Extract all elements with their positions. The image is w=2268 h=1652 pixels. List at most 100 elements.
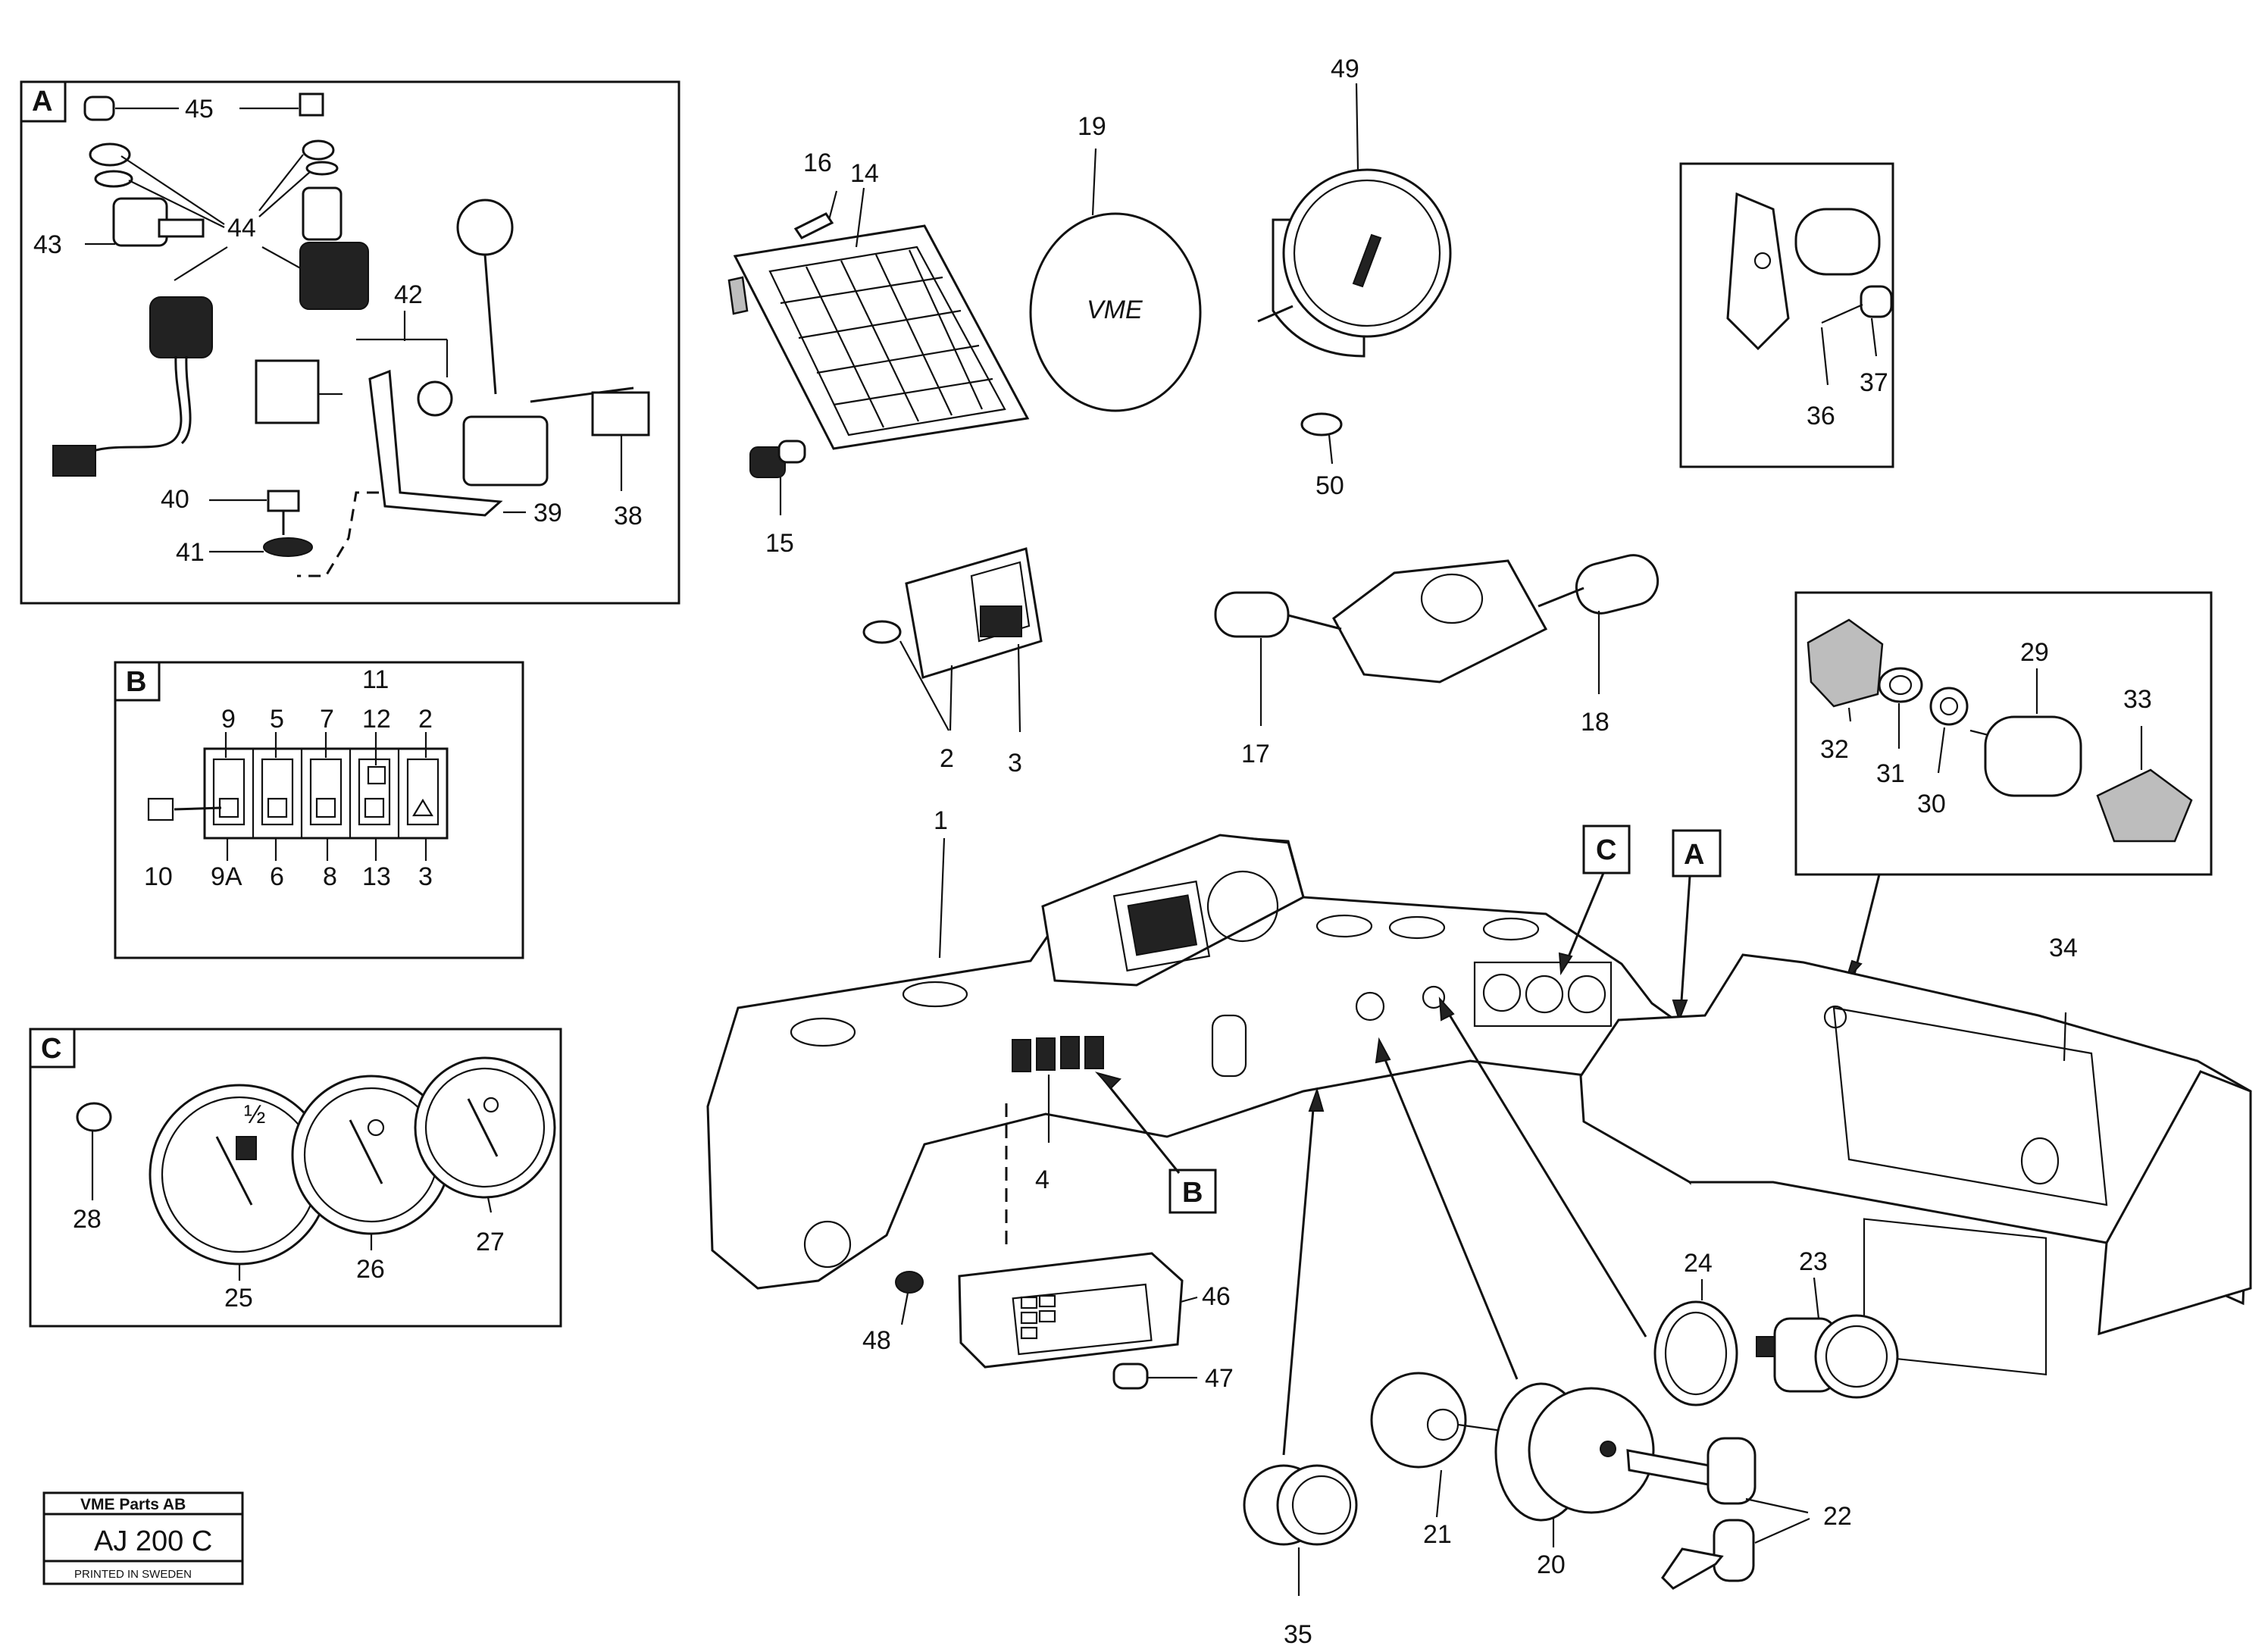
label-17: 17: [1241, 740, 1270, 768]
label-2: 2: [940, 744, 954, 773]
label-b-12: 12: [362, 705, 391, 734]
console-34: 34: [1579, 934, 2252, 1375]
title-printed: PRINTED IN SWEDEN: [74, 1568, 192, 1581]
washer-right: [305, 161, 339, 176]
callout-c-letter: C: [1596, 834, 1616, 866]
label-33: 33: [2123, 685, 2152, 714]
nut-left: [89, 142, 131, 167]
label-37: 37: [1860, 368, 1888, 397]
bulb-50: [1300, 412, 1343, 436]
nut-right: [302, 139, 335, 161]
label-b-11: 11: [362, 665, 389, 694]
label-b-13: 13: [362, 862, 391, 891]
socket-35: [1243, 1464, 1358, 1546]
panel-36-37: 36 37: [1679, 162, 1894, 468]
bulb-15: [749, 440, 806, 478]
label-47: 47: [1205, 1364, 1234, 1393]
callout-a-letter: A: [1684, 839, 1704, 871]
label-b-5: 5: [270, 705, 284, 734]
washer-30: [1929, 687, 1969, 726]
label-19: 19: [1078, 112, 1106, 141]
label-3: 3: [1008, 749, 1022, 778]
screw-16: [793, 212, 834, 239]
panel-a-letter: A: [32, 86, 52, 117]
bulb-2: [862, 620, 902, 644]
panel-29-33: 29 30 31 32 33: [1794, 591, 2213, 876]
ignition-21: [1370, 1372, 1513, 1469]
label-21: 21: [1423, 1520, 1452, 1549]
label-20: 20: [1537, 1550, 1566, 1579]
keys-22: [1626, 1437, 1757, 1590]
label-26: 26: [356, 1255, 385, 1284]
ring-24: [1653, 1300, 1738, 1406]
label-45: 45: [185, 95, 214, 124]
panel-36-frame: [1679, 162, 1894, 468]
label-25: 25: [224, 1284, 253, 1313]
cap-45-right: [299, 92, 324, 117]
label-22: 22: [1823, 1502, 1852, 1531]
label-b-10: 10: [144, 862, 173, 891]
label-39: 39: [533, 499, 562, 527]
ignition-20: [1494, 1382, 1655, 1522]
gauge-25-half-mark: ½: [244, 1100, 265, 1129]
warning-panel-14: [727, 224, 1030, 450]
panel-a-frame: [20, 80, 680, 605]
callout-a-box: [1672, 829, 1722, 878]
label-18: 18: [1581, 708, 1609, 737]
switch-29: [1984, 715, 2082, 797]
label-32: 32: [1820, 735, 1849, 764]
dash-warning-grid: [1112, 880, 1211, 972]
cigar-lighter-23: [1756, 1314, 1899, 1399]
label-34: 34: [2049, 934, 2078, 962]
label-b-7: 7: [320, 705, 334, 734]
label-23: 23: [1799, 1247, 1828, 1276]
panel-b: B 9 5 7 11 12 2 10 9A 6 8 13 3: [114, 661, 524, 959]
label-15: 15: [765, 529, 794, 558]
connector-left: [149, 296, 213, 358]
panel-c-letter-box: [29, 1028, 76, 1068]
joystick-knob: [456, 199, 514, 256]
label-50: 50: [1315, 471, 1344, 500]
panel-b-letter: B: [126, 666, 146, 698]
label-b-6: 6: [270, 862, 284, 891]
screw-37: [1860, 285, 1893, 318]
label-28: 28: [73, 1205, 102, 1234]
bulb-47: [1112, 1363, 1149, 1390]
washer-left: [94, 170, 133, 188]
label-35: 35: [1284, 1620, 1312, 1649]
label-36: 36: [1807, 402, 1835, 430]
panel-c-letter: C: [41, 1033, 61, 1065]
label-30: 30: [1917, 790, 1946, 818]
title-company: VME Parts AB: [80, 1496, 186, 1513]
module-46: 46 47 48: [862, 1252, 1234, 1393]
label-40: 40: [161, 485, 189, 514]
label-b-2: 2: [418, 705, 433, 734]
label-24: 24: [1684, 1249, 1713, 1278]
connector-right: [299, 242, 369, 310]
label-46: 46: [1202, 1282, 1231, 1311]
gauge-27: [414, 1056, 556, 1199]
panel-29-frame: [1794, 591, 2213, 876]
washer-41: [263, 537, 313, 557]
rocker-switch-3: [862, 547, 1043, 679]
label-44: 44: [227, 214, 256, 242]
plug-left: [52, 445, 96, 477]
callout-b-box: [1168, 1169, 1217, 1214]
label-48: 48: [862, 1326, 891, 1355]
label-42: 42: [394, 280, 423, 309]
grommet: [417, 380, 453, 417]
label-b-8: 8: [323, 862, 337, 891]
label-43: 43: [33, 230, 62, 259]
title-block: VME Parts AB AJ 200 C PRINTED IN SWEDEN: [42, 1491, 244, 1585]
label-b-9: 9: [221, 705, 236, 734]
bulb-28: [76, 1102, 112, 1132]
screw-48: [895, 1271, 924, 1294]
panel-b-letter-box: [114, 661, 161, 702]
cap-45-left: [83, 95, 115, 121]
label-14: 14: [850, 159, 879, 188]
cover-19: VME: [1029, 212, 1202, 412]
panel-c: C 28 ½ 25 26 27: [29, 1028, 562, 1328]
switch-42-body: [255, 359, 320, 424]
joystick-base: [462, 415, 549, 487]
gauge-49: [1257, 168, 1452, 358]
